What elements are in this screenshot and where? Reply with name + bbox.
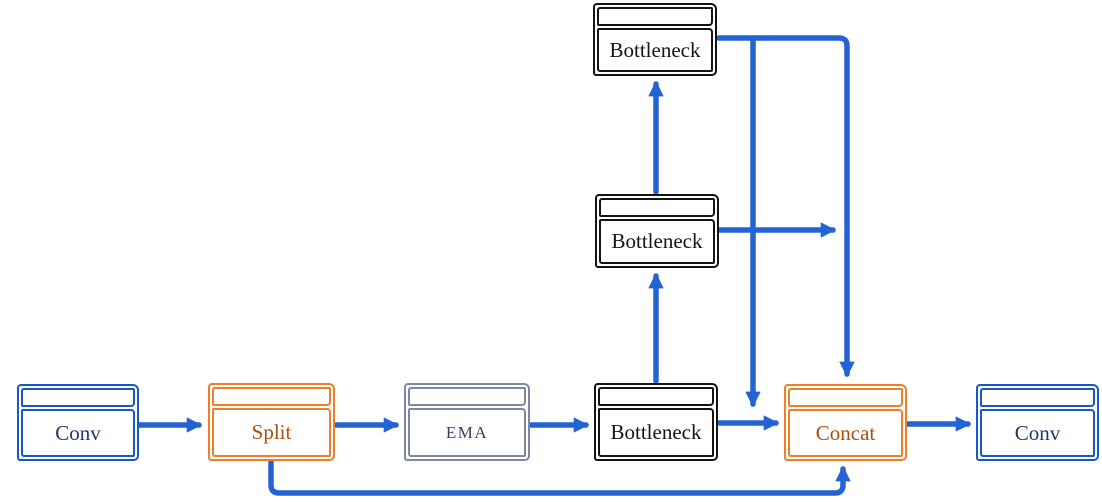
node-header xyxy=(21,388,135,407)
node-split: Split xyxy=(208,383,335,461)
node-body: Split xyxy=(212,408,331,457)
node-body: Bottleneck xyxy=(597,28,713,72)
node-concat: Concat xyxy=(784,384,907,461)
node-header xyxy=(408,387,526,406)
node-label: Split xyxy=(251,420,292,444)
node-label: Concat xyxy=(815,420,876,445)
edge-split-bypass-to-concat-bottom xyxy=(268,458,851,496)
edge-bottleneck-3-to-concat-top xyxy=(716,35,855,378)
node-bottleneck-3: Bottleneck xyxy=(593,3,717,76)
node-label: Conv xyxy=(55,420,101,445)
node-header xyxy=(212,387,331,406)
node-conv-out: Conv xyxy=(976,384,1099,461)
node-label: Bottleneck xyxy=(611,229,703,253)
node-ema: EMA xyxy=(404,383,530,461)
node-header xyxy=(597,7,713,26)
node-bottleneck-2: Bottleneck xyxy=(595,194,719,268)
node-body: Conv xyxy=(21,409,135,457)
node-header xyxy=(980,388,1095,407)
node-body: Conv xyxy=(980,409,1095,457)
node-label: Conv xyxy=(1014,420,1061,445)
node-header xyxy=(598,387,714,406)
node-body: Bottleneck xyxy=(598,408,714,457)
node-label: Bottleneck xyxy=(609,37,701,62)
node-header xyxy=(788,388,903,407)
node-header xyxy=(599,198,715,217)
node-body: EMA xyxy=(408,408,526,457)
node-body: Concat xyxy=(788,409,903,457)
node-conv-in: Conv xyxy=(17,384,139,461)
node-label: Bottleneck xyxy=(610,420,702,444)
node-body: Bottleneck xyxy=(599,219,715,264)
node-bottleneck-1: Bottleneck xyxy=(594,383,718,461)
node-label: EMA xyxy=(445,423,489,442)
